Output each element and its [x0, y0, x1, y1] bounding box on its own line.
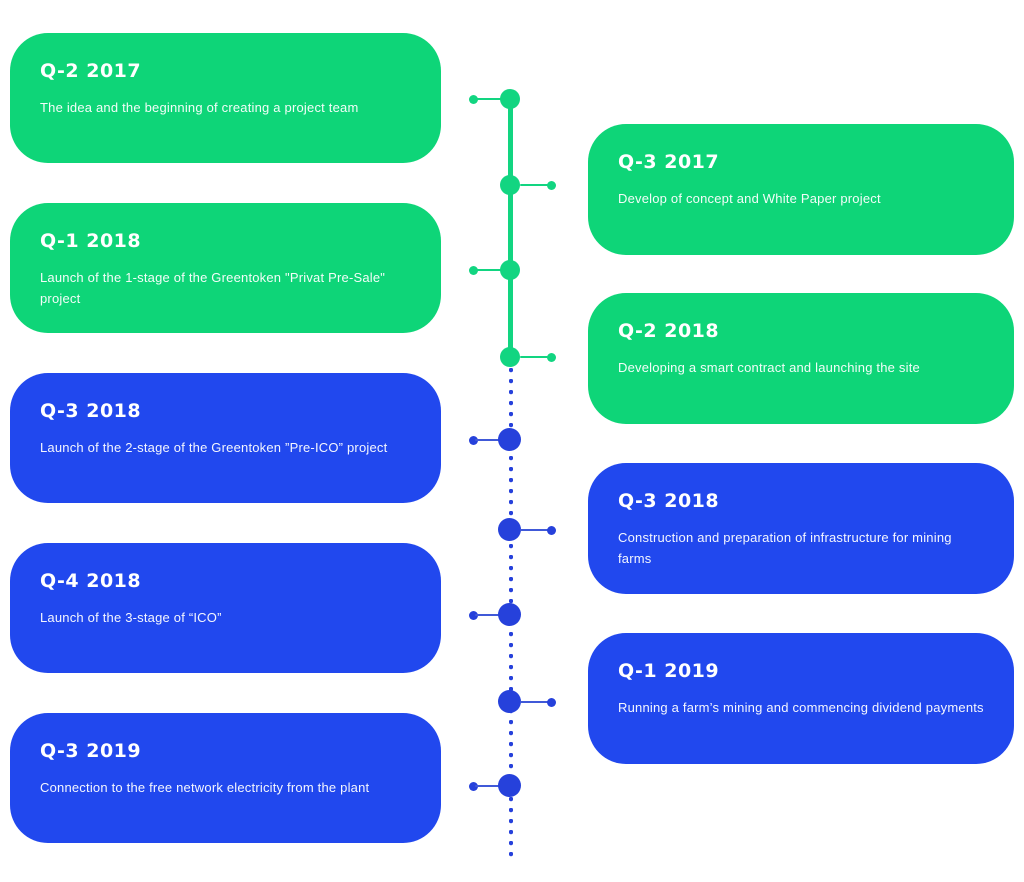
node-dot	[498, 518, 521, 541]
node-dot	[500, 260, 520, 280]
timeline-card-q2-2018: Q-2 2018 Developing a smart contract and…	[588, 293, 1014, 424]
node-connector	[475, 784, 505, 788]
timeline-card-q3-2018-left: Q-3 2018 Launch of the 2-stage of the Gr…	[10, 373, 441, 503]
timeline-node-q2-2017	[460, 87, 564, 111]
node-dot	[498, 603, 521, 626]
timeline-node-q3-2017	[460, 173, 564, 197]
node-connector	[520, 355, 550, 359]
card-description: Launch of the 3-stage of “ICO”	[40, 610, 222, 625]
node-connector	[475, 97, 505, 101]
node-tick-dot	[547, 180, 556, 190]
node-connector	[475, 438, 505, 442]
timeline-card-q3-2019: Q-3 2019 Connection to the free network …	[10, 713, 441, 843]
node-tick-dot	[547, 352, 556, 362]
node-tick-dot	[547, 697, 556, 707]
card-title: Q-3 2018	[40, 400, 142, 422]
node-tick-dot	[547, 525, 556, 535]
timeline-node-q2-2018	[460, 345, 564, 369]
timeline-card-q3-2017: Q-3 2017 Develop of concept and White Pa…	[588, 124, 1014, 255]
node-tick-dot	[469, 435, 478, 445]
timeline-node-q3-2018-right	[460, 518, 564, 542]
card-title: Q-2 2017	[40, 60, 142, 82]
node-connector	[520, 183, 550, 187]
card-description: Connection to the free network electrici…	[40, 780, 370, 795]
timeline-card-q1-2019: Q-1 2019 Running a farm’s mining and com…	[588, 633, 1014, 764]
timeline-node-q4-2018	[460, 603, 564, 627]
node-dot	[500, 89, 520, 109]
card-description: Launch of the 1-stage of the Greentoken …	[40, 270, 386, 306]
card-title: Q-3 2017	[618, 151, 720, 173]
timeline-card-q4-2018: Q-4 2018 Launch of the 3-stage of “ICO”	[10, 543, 441, 673]
timeline-card-q2-2017: Q-2 2017 The idea and the beginning of c…	[10, 33, 441, 163]
node-tick-dot	[469, 781, 478, 791]
card-description: Develop of concept and White Paper proje…	[618, 191, 881, 206]
card-title: Q-1 2018	[40, 230, 142, 252]
node-connector	[520, 700, 550, 704]
card-title: Q-3 2019	[40, 740, 142, 762]
timeline-solid-line	[508, 99, 513, 357]
timeline-node-q3-2019	[460, 774, 564, 798]
node-connector	[520, 528, 550, 532]
timeline-card-q3-2018-right: Q-3 2018 Construction and preparation of…	[588, 463, 1014, 594]
node-dot	[500, 175, 520, 195]
timeline-node-q1-2019	[460, 690, 564, 714]
node-tick-dot	[469, 610, 478, 620]
timeline-node-q3-2018-left	[460, 428, 564, 452]
card-description: Construction and preparation of infrastr…	[618, 530, 952, 566]
node-dot	[500, 347, 520, 367]
card-title: Q-3 2018	[618, 490, 720, 512]
node-tick-dot	[469, 94, 478, 104]
card-description: Running a farm’s mining and commencing d…	[618, 700, 984, 715]
timeline-node-q1-2018	[460, 258, 564, 282]
node-connector	[475, 268, 505, 272]
node-dot	[498, 774, 521, 797]
card-title: Q-4 2018	[40, 570, 142, 592]
node-dot	[498, 428, 521, 451]
timeline-card-q1-2018: Q-1 2018 Launch of the 1-stage of the Gr…	[10, 203, 441, 333]
node-connector	[475, 613, 505, 617]
card-description: The idea and the beginning of creating a…	[40, 100, 359, 115]
card-title: Q-2 2018	[618, 320, 720, 342]
node-tick-dot	[469, 265, 478, 275]
card-title: Q-1 2019	[618, 660, 720, 682]
node-dot	[498, 690, 521, 713]
card-description: Developing a smart contract and launchin…	[618, 360, 920, 375]
card-description: Launch of the 2-stage of the Greentoken …	[40, 440, 388, 455]
